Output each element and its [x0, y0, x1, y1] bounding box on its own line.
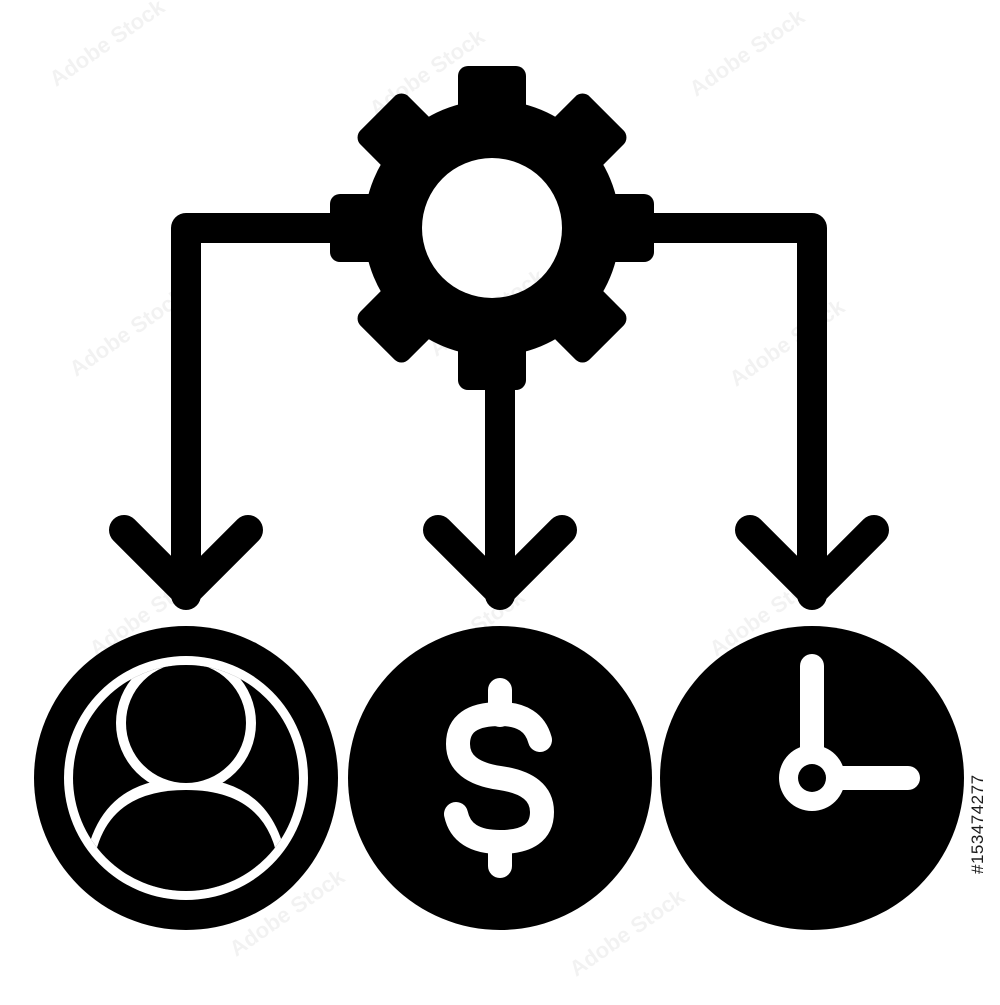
gear-tooth	[544, 93, 627, 176]
arrow-down-icon	[423, 515, 577, 607]
connector-right	[615, 213, 827, 610]
dollar-icon	[348, 626, 652, 930]
stock-id-text: #153474277	[968, 774, 987, 874]
gear-hole	[422, 158, 562, 298]
arrow-heads	[109, 515, 889, 607]
gear-tooth	[544, 280, 627, 363]
person-icon	[34, 626, 338, 930]
connector-left	[171, 213, 385, 610]
gear-tooth	[357, 280, 440, 363]
gear-icon	[330, 66, 654, 390]
connectors	[171, 213, 827, 610]
gear-tooth	[458, 66, 526, 126]
arrow-down-icon	[735, 515, 889, 607]
stock-id-label: #153474277	[952, 760, 992, 880]
gear-tooth	[357, 93, 440, 176]
arrow-down-icon	[109, 515, 263, 607]
gear-tooth	[458, 330, 526, 390]
gear-tooth	[594, 194, 654, 262]
clock-icon	[660, 626, 964, 930]
gear-tooth	[330, 194, 390, 262]
